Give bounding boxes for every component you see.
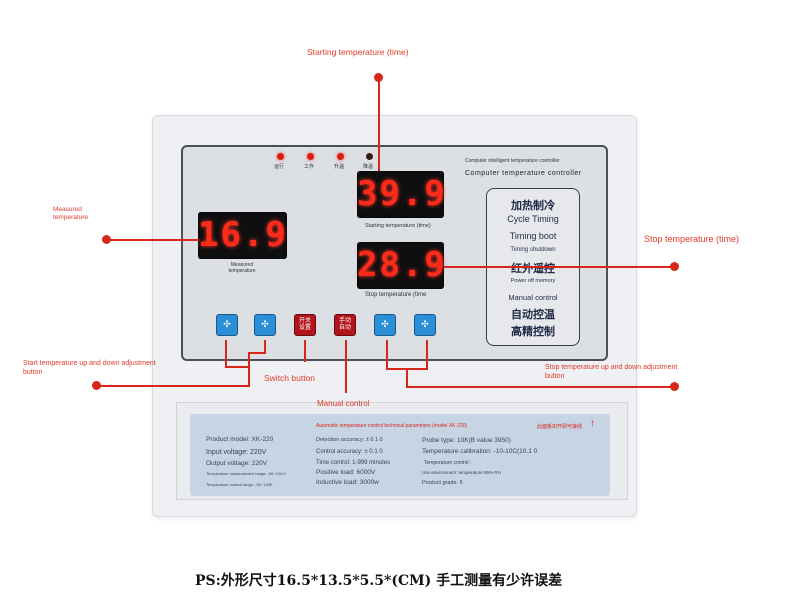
spec-positive-load: Positive load: 6000V: [316, 469, 376, 476]
indicator-label: 运行: [274, 164, 285, 170]
stop-temp-down-button[interactable]: ✣: [414, 314, 436, 336]
indicator-label: 降温: [363, 164, 374, 170]
spec-measure-range: Temperature measurement range: -50~120.0: [206, 471, 286, 476]
start-temp-display: 39.9: [357, 171, 447, 218]
stop-adj-dot: [670, 382, 679, 391]
stop-temp-display: 28.9: [357, 242, 447, 289]
starting-temp-leader-line: [378, 78, 380, 171]
manual-label: 自动: [338, 325, 351, 331]
start-temp-caption: Starting temperature (time): [365, 223, 431, 229]
spec-inductive-load: Inductive load: 3000w: [316, 479, 379, 486]
fan-icon: ✣: [223, 319, 231, 330]
header-title: Computer temperature controller: [465, 170, 582, 177]
starting-temp-annotation: Starting temperature (time): [307, 47, 409, 57]
switch-label: 设置: [298, 325, 311, 331]
measured-temp-leader-line: [108, 239, 199, 241]
function-manual-control: Manual control: [508, 293, 558, 302]
measured-temp-annotation: temperature: [53, 214, 89, 221]
measured-temp-value: 16.9: [198, 215, 288, 255]
function-high-precision: 高精控制: [511, 326, 555, 338]
function-timing-boot: Timing boot: [509, 231, 557, 241]
spec-label: [190, 414, 610, 496]
fan-icon: ✣: [421, 319, 429, 330]
fan-icon: ✣: [381, 319, 389, 330]
stop-temp-dot: [670, 262, 679, 271]
start-temp-up-button[interactable]: ✣: [216, 314, 238, 336]
stop-adj-leader-line: [386, 340, 388, 370]
start-adj-leader-line: [225, 366, 250, 368]
indicator-cool-light: [366, 153, 373, 160]
header-subtitle: Computer intelligent temperature control…: [465, 158, 560, 164]
spec-grade: Product grade: 5: [422, 480, 463, 486]
starting-temp-dot: [374, 73, 383, 82]
function-infrared-remote: 红外遥控: [511, 263, 555, 275]
start-adj-leader-line: [264, 340, 266, 354]
switch-button-annotation: Switch button: [264, 373, 316, 383]
stop-adj-leader-line: [426, 340, 428, 370]
manual-control-annotation: Manual control: [317, 399, 370, 408]
fan-icon: ✣: [261, 319, 269, 330]
spec-time-control: Time control: 1-999 minutes: [316, 460, 391, 466]
start-adj-annotation: button: [23, 369, 43, 376]
stop-adj-leader-line: [406, 368, 408, 388]
start-adj-leader-line: [248, 352, 266, 354]
spec-control-accuracy: Control accuracy: ± 0.1 0: [316, 449, 383, 455]
measured-temp-annotation: Measured: [53, 206, 82, 213]
start-adj-leader-line: [225, 340, 227, 368]
start-adj-annotation: Start temperature up and down adjustment: [23, 360, 156, 367]
indicator-run-light: [277, 153, 284, 160]
spec-control-range: Temperature control range: -50~140E: [206, 482, 273, 487]
arrow-up-icon: ↑: [590, 418, 595, 429]
wiring-note: 此面板扣开即可接线: [537, 424, 583, 430]
function-heat-cool: 加热制冷: [511, 200, 555, 212]
spec-temp-control: Temperature control :: [424, 460, 472, 466]
spec-input-voltage: Input voltage: 220V: [206, 449, 267, 456]
indicator-label: 升温: [334, 164, 345, 170]
spec-model: Product model: XK-220: [206, 436, 274, 443]
manual-auto-button[interactable]: 手动 自动: [334, 314, 356, 336]
measured-temp-caption: Measured temperature: [228, 262, 256, 274]
switch-leader-line: [304, 340, 306, 362]
measured-temp-display: 16.9: [198, 212, 287, 259]
indicator-work-light: [307, 153, 314, 160]
start-temp-value: 39.9: [357, 174, 447, 214]
switch-label: 开关: [298, 318, 311, 325]
function-power-off-memory: Power off memory: [510, 278, 556, 284]
stop-temp-caption: Stop temperature (time: [365, 292, 427, 298]
spec-environment: Use environment: temperature 95% RH: [422, 470, 501, 475]
indicator-label: 工作: [304, 164, 315, 170]
start-adj-leader-line: [248, 352, 250, 387]
indicator-heat-light: [337, 153, 344, 160]
function-timing-shutdown: Timing shutdown: [510, 247, 556, 253]
stop-temp-annotation: Stop temperature (time): [644, 234, 740, 244]
function-cycle-timing: Cycle Timing: [507, 214, 559, 224]
spec-detection: Detection accuracy: ± 0.1 0: [316, 437, 383, 443]
spec-output-voltage: Output voltage: 220V: [206, 460, 268, 467]
spec-calibration: Temperature calibration: -10-10C(10.1 0: [422, 448, 538, 455]
manual-label: 手动: [338, 318, 351, 325]
stop-temp-value: 28.9: [357, 245, 447, 285]
start-adj-leader-line: [96, 385, 250, 387]
dimension-note: PS:外形尺寸16.5*13.5*5.5*(CM) 手工测量有少许误差: [195, 573, 563, 589]
stop-adj-annotation: button: [545, 373, 565, 380]
stop-temp-up-button[interactable]: ✣: [374, 314, 396, 336]
manual-leader-line: [345, 340, 347, 393]
start-temp-down-button[interactable]: ✣: [254, 314, 276, 336]
stop-adj-annotation: Stop temperature up and down adjustment: [545, 364, 678, 371]
stop-temp-leader-line: [444, 266, 674, 268]
function-auto-temp: 自动控温: [511, 309, 555, 321]
switch-setting-button[interactable]: 开关 设置: [294, 314, 316, 336]
start-adj-dot: [92, 381, 101, 390]
measured-temp-dot: [102, 235, 111, 244]
spec-probe: Probe type: 10K(B value 3950): [422, 437, 511, 444]
stop-adj-leader-line: [406, 386, 674, 388]
spec-title: Automatic temperature control technical …: [316, 423, 468, 429]
